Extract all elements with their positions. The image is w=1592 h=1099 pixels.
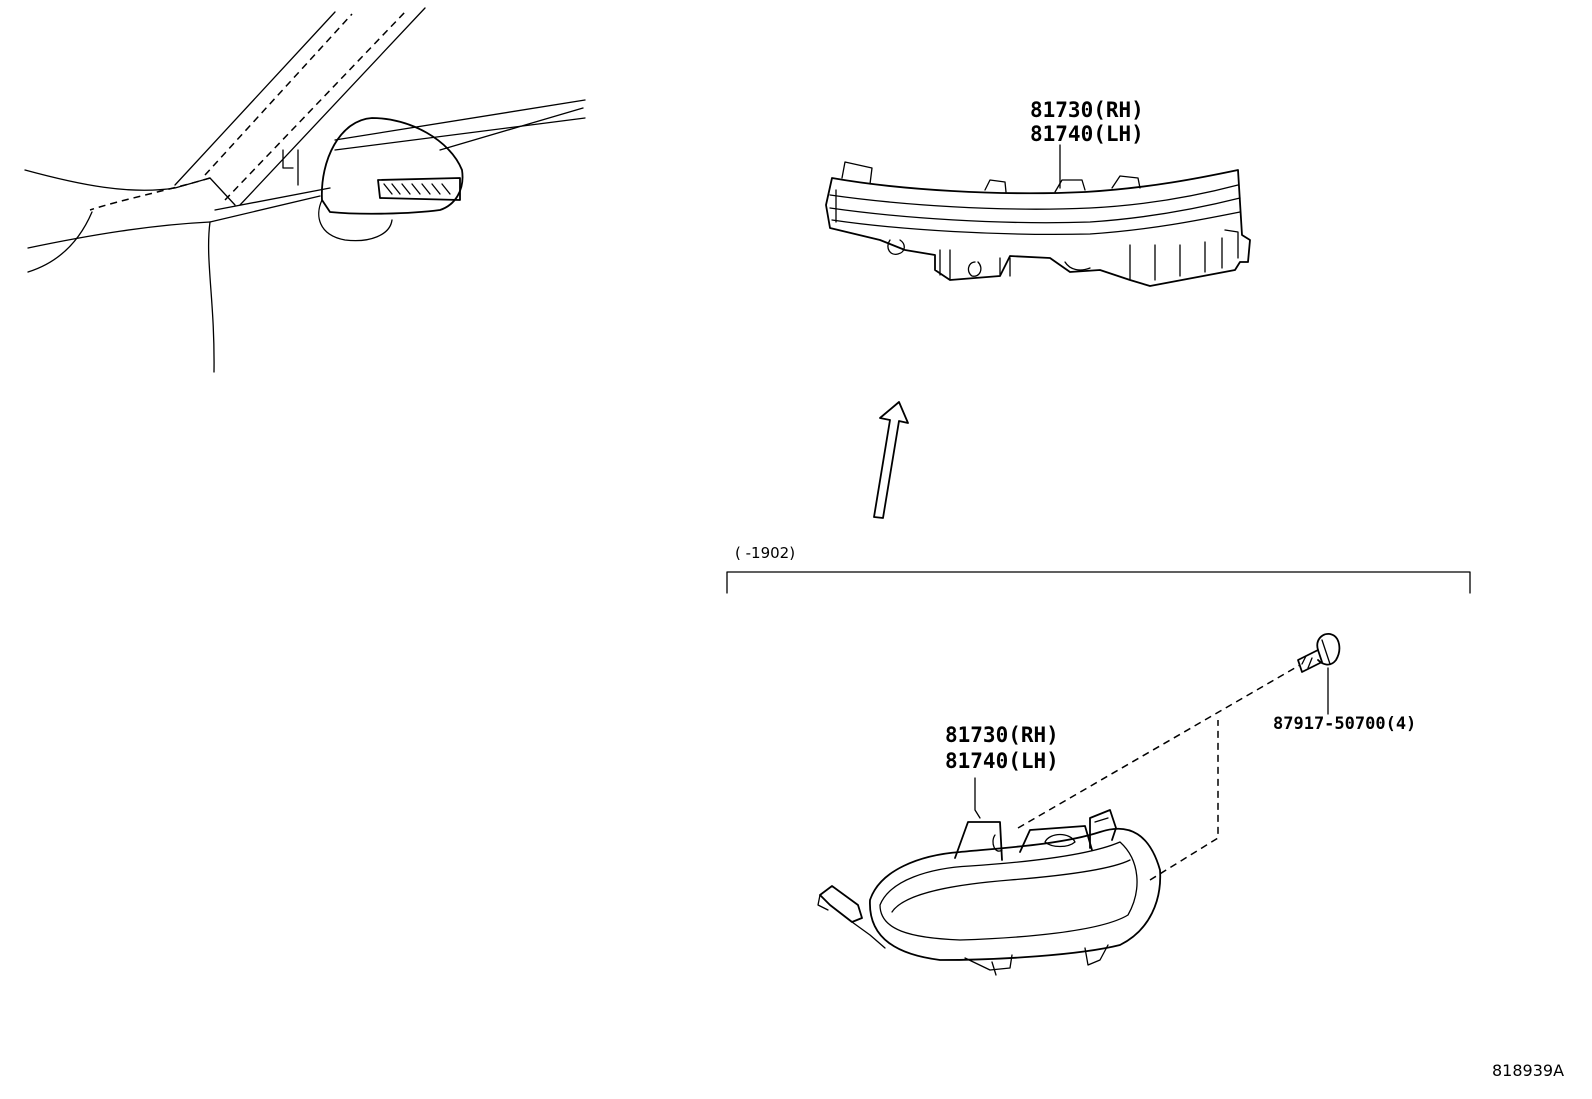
upper-lamp-drawing	[825, 144, 1251, 287]
upper-lamp-part-number-rh: 81730(RH)	[1030, 98, 1144, 122]
lower-lamp-part-number-lh: 81740(LH)	[945, 749, 1059, 773]
production-range-label: ( -1902)	[735, 544, 796, 562]
lower-lamp-drawing	[817, 664, 1301, 976]
diagram-id: 818939A	[1492, 1061, 1565, 1080]
screw-part-number: 87917-50700(4)	[1273, 714, 1417, 734]
vehicle-mirror-illustration	[24, 7, 586, 373]
screw-drawing	[1297, 633, 1341, 715]
direction-arrow	[873, 401, 909, 519]
range-bracket	[726, 571, 1471, 594]
lower-lamp-part-number-rh: 81730(RH)	[945, 723, 1059, 747]
upper-lamp-part-number-lh: 81740(LH)	[1030, 122, 1144, 146]
